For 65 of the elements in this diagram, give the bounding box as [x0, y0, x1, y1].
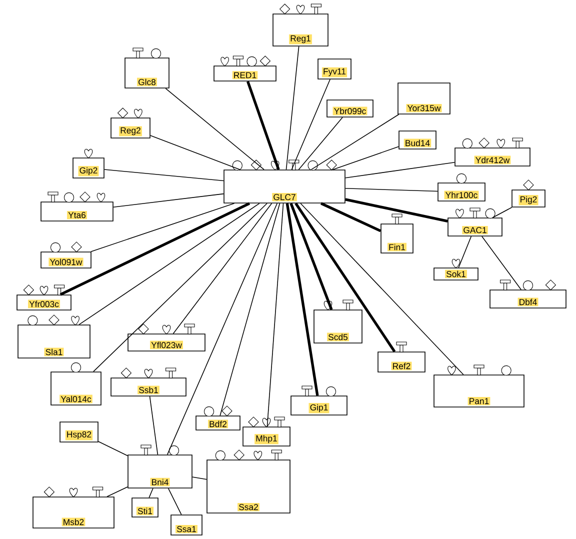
protein-node: Reg1 [272, 4, 328, 46]
protein-node: Yfl023w [128, 324, 206, 352]
interaction-line [345, 198, 448, 222]
protein-node: Pig2 [512, 180, 546, 208]
protein-node: Fyv11 [318, 58, 352, 80]
interaction-line [266, 203, 284, 427]
interaction-line [300, 203, 464, 375]
interaction-line [148, 488, 154, 498]
protein-node: Ssa1 [170, 514, 202, 536]
protein-node: Gip1 [290, 386, 348, 416]
interaction-line [90, 203, 235, 252]
protein-node: Reg2 [110, 108, 150, 138]
protein-node: RED1 [214, 56, 276, 82]
interaction-line [149, 396, 158, 455]
interaction-line [192, 476, 207, 480]
protein-node: Bdf2 [196, 406, 240, 430]
interaction-line [294, 202, 396, 352]
protein-node: GLC7 [224, 160, 346, 204]
interaction-line [345, 162, 455, 178]
protein-node: Scd5 [314, 300, 362, 344]
interaction-line [150, 135, 240, 170]
interaction-line [492, 207, 512, 218]
interaction-line [168, 488, 182, 515]
interaction-line [298, 117, 343, 170]
interaction-line [166, 203, 278, 455]
protein-node: Hsp82 [60, 422, 98, 442]
interaction-line [291, 79, 330, 170]
protein-node: Ref2 [378, 342, 426, 372]
protein-node: Msb2 [32, 486, 114, 528]
protein-node: Yal014c [50, 362, 102, 406]
interaction-line [93, 203, 268, 372]
protein-node: Bni4 [128, 444, 192, 488]
protein-node: Sok1 [434, 258, 478, 280]
interaction-line [332, 146, 399, 170]
protein-node: Glc8 [124, 48, 170, 88]
protein-node: Sla1 [18, 314, 90, 358]
protein-node: Mhp1 [242, 416, 290, 446]
interaction-line [104, 169, 224, 182]
protein-node: Ssa2 [206, 450, 290, 514]
interaction-line [310, 114, 400, 170]
interaction-line [286, 46, 300, 170]
protein-node: Dbf4 [490, 280, 566, 308]
protein-node: Sti1 [132, 498, 158, 518]
protein-node: Ssb1 [110, 368, 186, 396]
protein-node: Yta6 [40, 192, 114, 222]
interaction-line [98, 441, 128, 456]
protein-node: Yhr100c [438, 173, 486, 202]
protein-node: Gip2 [72, 148, 104, 178]
interaction-line [290, 202, 333, 310]
interaction-line [60, 202, 250, 296]
interaction-line [320, 202, 382, 232]
protein-node: Pan1 [434, 364, 524, 408]
protein-node: Ydr412w [454, 138, 530, 166]
protein-node: Fin1 [380, 214, 414, 254]
protein-node: Yor315w [398, 82, 450, 114]
interaction-line [246, 80, 280, 170]
protein-node: Yol091w [40, 242, 92, 268]
interaction-line [345, 188, 438, 192]
interaction-line [165, 88, 264, 170]
protein-node: Ybr099c [326, 100, 374, 118]
interaction-line [106, 486, 128, 497]
protein-node: GAC1 [448, 208, 502, 236]
interaction-line [113, 193, 224, 208]
protein-node: Bud14 [398, 130, 436, 150]
protein-node: Yfr003c [16, 284, 72, 310]
